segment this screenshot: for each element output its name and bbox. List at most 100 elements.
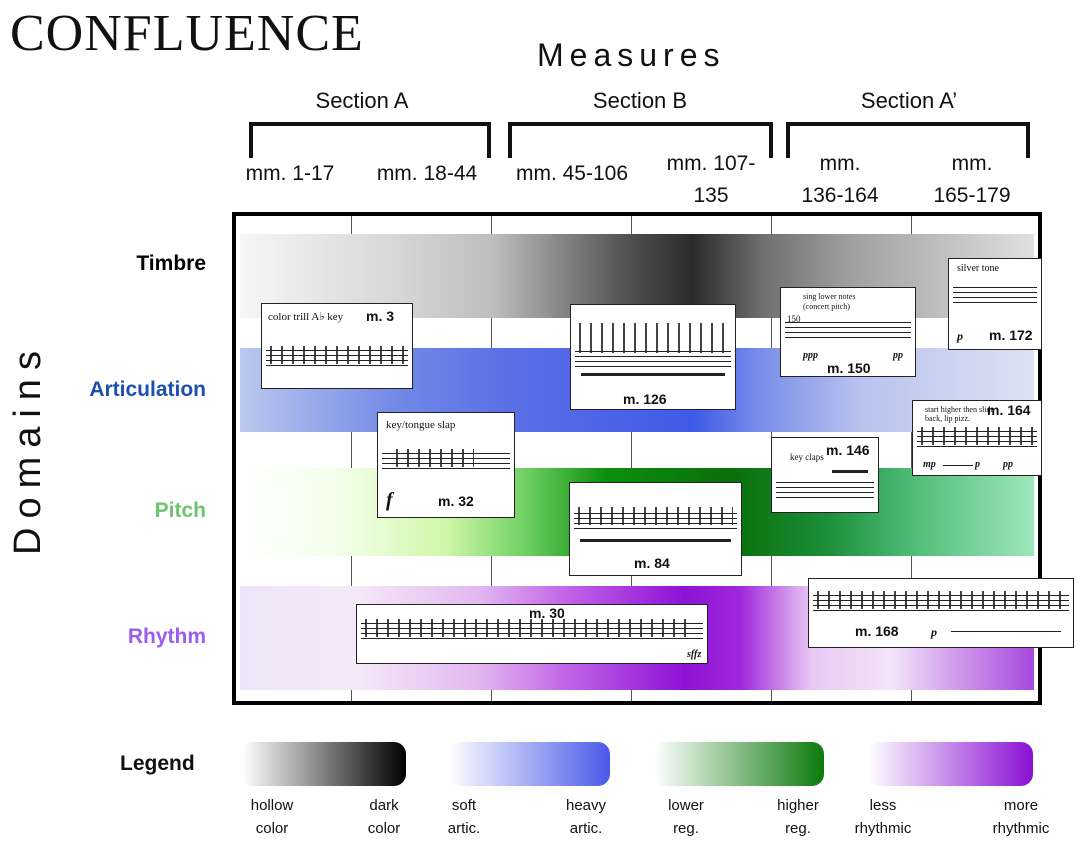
- range-mm-136-164-line2: 136-164: [801, 184, 879, 207]
- gridline: [351, 216, 352, 701]
- excerpt-m32: key/tongue slap f m. 32: [377, 412, 515, 518]
- excerpt-m164: start higher then slide back, lip pizz. …: [912, 400, 1042, 476]
- legend-text: color: [255, 820, 289, 837]
- legend-text: rhythmic: [854, 820, 912, 837]
- legend-text: higher: [777, 797, 819, 814]
- excerpt-m164-dyn2: p: [975, 459, 980, 470]
- range-mm-107-135: mm. 107- 135: [652, 148, 770, 212]
- section-b-label: Section B: [592, 88, 688, 113]
- legend-rhythm-low: less rhythmic: [846, 794, 920, 840]
- legend-text: less: [869, 797, 897, 814]
- domain-label-rhythm: Rhythm: [127, 625, 206, 648]
- excerpt-m126: m. 126: [570, 304, 736, 410]
- excerpt-m164-measure: m. 164: [987, 402, 1031, 418]
- excerpt-m3: color trill A♭ key m. 3: [261, 303, 413, 389]
- excerpt-m150-tempo: 150: [787, 314, 801, 324]
- music-staff: [953, 287, 1037, 303]
- excerpt-m168-measure: m. 168: [855, 623, 899, 639]
- music-notes: [396, 449, 474, 467]
- legend-text: lower: [668, 797, 704, 814]
- range-mm-45-106: mm. 45-106: [515, 162, 629, 185]
- excerpt-m84-measure: m. 84: [634, 555, 670, 571]
- excerpt-m30-measure: m. 30: [529, 605, 565, 621]
- legend-articulation-high: heavy artic.: [556, 794, 616, 840]
- music-staff: [785, 322, 911, 338]
- legend-text: reg.: [785, 820, 811, 837]
- range-mm-107-135-line2: 135: [693, 184, 729, 207]
- legend-text: artic.: [569, 820, 603, 837]
- excerpt-m84: m. 84: [569, 482, 742, 576]
- music-notes: [578, 507, 733, 525]
- music-notes: [365, 619, 687, 637]
- excerpt-m3-annotation: color trill A♭ key: [268, 311, 344, 323]
- legend-title: Legend: [120, 752, 195, 775]
- legend-text: rhythmic: [992, 820, 1050, 837]
- legend-scale-articulation: [448, 742, 610, 786]
- music-beam: [581, 373, 725, 376]
- legend-text: soft: [451, 797, 477, 814]
- range-mm-136-164-line1: mm.: [819, 152, 861, 175]
- legend-pitch-low: lower reg.: [656, 794, 716, 840]
- legend-scale-timbre: [242, 742, 406, 786]
- music-staff: [575, 351, 731, 367]
- range-mm-1-17: mm. 1-17: [245, 162, 335, 185]
- legend-text: color: [367, 820, 401, 837]
- excerpt-m172-dyn: p: [957, 329, 963, 343]
- range-mm-165-179: mm. 165-179: [920, 148, 1024, 212]
- excerpt-m164-annotation: start higher then slide back, lip pizz.: [925, 405, 995, 423]
- legend-scale-pitch: [654, 742, 824, 786]
- excerpt-m30-dyn: sffz: [687, 649, 702, 660]
- legend-text: reg.: [673, 820, 699, 837]
- excerpt-m168-dyn: p: [931, 625, 937, 639]
- excerpt-m164-dyn1: mp: [923, 459, 936, 470]
- excerpt-m172: silver tone p m. 172: [948, 258, 1042, 350]
- excerpt-m126-measure: m. 126: [623, 391, 667, 407]
- excerpt-m150-annotation: sing lower notes (concert pitch): [803, 292, 856, 311]
- excerpt-m30: m. 30 sffz: [356, 604, 708, 664]
- legend-text: hollow: [250, 797, 294, 814]
- excerpt-m150: sing lower notes (concert pitch) 150 ppp…: [780, 287, 916, 377]
- excerpt-m150-dyn-start: ppp: [803, 350, 818, 361]
- range-mm-107-135-line1: mm. 107-: [666, 152, 756, 175]
- music-notes: [921, 427, 1033, 445]
- excerpt-m3-measure: m. 3: [366, 308, 395, 324]
- measures-axis-title: Measures: [537, 37, 726, 73]
- music-beam: [580, 539, 731, 542]
- excerpt-m146: m. 146 key claps: [771, 437, 879, 513]
- excerpt-m32-annotation: key/tongue slap: [386, 419, 456, 431]
- domain-label-pitch: Pitch: [154, 499, 206, 522]
- section-a-prime-bracket: [786, 122, 1030, 158]
- hairpin: [943, 465, 973, 466]
- range-mm-18-44: mm. 18-44: [376, 162, 478, 185]
- page-title: CONFLUENCE: [10, 5, 364, 62]
- gridline: [631, 216, 632, 701]
- legend-timbre-high: dark color: [352, 794, 416, 840]
- legend-scale-rhythm: [868, 742, 1033, 786]
- excerpt-m150-dyn-end: pp: [893, 350, 903, 361]
- excerpt-m32-measure: m. 32: [438, 493, 474, 509]
- excerpt-m146-measure: m. 146: [826, 442, 870, 458]
- legend-articulation-low: soft artic.: [434, 794, 494, 840]
- legend-text: heavy: [565, 797, 607, 814]
- legend-pitch-high: higher reg.: [768, 794, 828, 840]
- hairpin: [951, 631, 1061, 632]
- music-notes: [579, 323, 727, 353]
- music-notes: [270, 346, 404, 364]
- range-mm-165-179-line1: mm.: [951, 152, 993, 175]
- legend-text: more: [1003, 797, 1039, 814]
- section-b-bracket: [508, 122, 773, 158]
- excerpt-m168: m. 168 p: [808, 578, 1074, 648]
- legend-text: dark: [369, 797, 399, 814]
- music-staff: [776, 482, 874, 498]
- domain-label-articulation: Articulation: [89, 378, 206, 401]
- music-notes: [817, 591, 1065, 609]
- section-a-prime-label: Section A’: [860, 88, 958, 113]
- excerpt-m150-measure: m. 150: [827, 360, 871, 376]
- section-a-bracket: [249, 122, 491, 158]
- excerpt-m164-dyn3: pp: [1003, 459, 1013, 470]
- excerpt-m146-annotation: key claps: [790, 452, 824, 462]
- range-mm-136-164: mm. 136-164: [790, 148, 890, 212]
- music-beam: [832, 470, 868, 473]
- excerpt-m172-measure: m. 172: [989, 327, 1033, 343]
- range-mm-165-179-line2: 165-179: [933, 184, 1011, 207]
